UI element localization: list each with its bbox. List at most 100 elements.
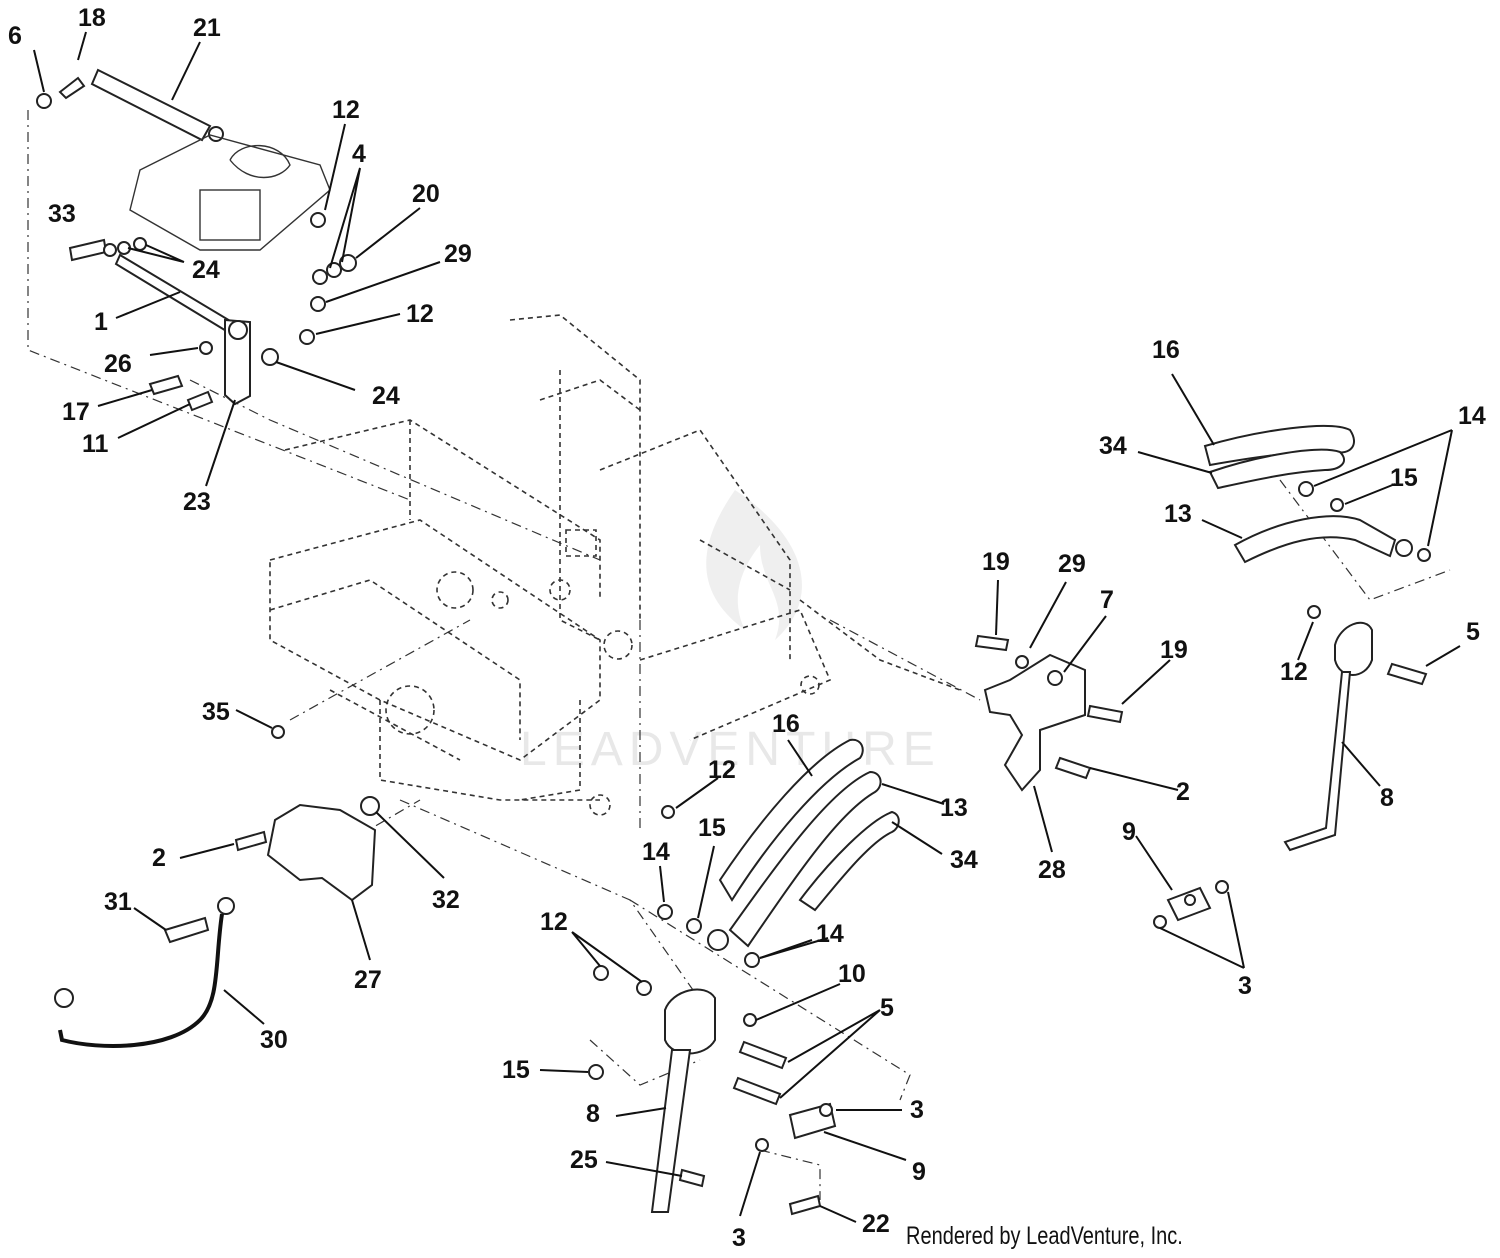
nut-12-mid-frame [661, 805, 675, 819]
callout-12: 12 [1280, 658, 1308, 686]
callout-13: 13 [940, 794, 968, 822]
pedal-plate-lower [664, 988, 716, 1055]
callout-3: 3 [910, 1096, 924, 1124]
watermark-text: LEADVENTURE [520, 723, 941, 776]
tube-13-mid [728, 770, 882, 948]
bolt-22 [788, 1194, 822, 1216]
callout-29: 29 [1058, 550, 1086, 578]
leader-lines [33, 31, 1461, 1223]
spacer-10 [743, 1013, 757, 1027]
linkage-assembly [36, 68, 357, 412]
pedal-plate [1334, 621, 1373, 676]
left-bracket-assembly [54, 725, 380, 1048]
washer-24 [261, 348, 279, 366]
bolt-19-left [974, 634, 1010, 652]
callout-labels: 6 18 21 12 4 20 33 24 29 1 12 26 24 17 1… [8, 4, 1486, 1252]
callout-34: 34 [1099, 432, 1127, 460]
callout-30: 30 [260, 1026, 288, 1054]
pedal-arm-8-lower [650, 1049, 692, 1213]
callout-14: 14 [642, 838, 670, 866]
callout-17: 17 [62, 398, 90, 426]
bushing-14-mid [657, 904, 673, 920]
bushing-26 [199, 341, 213, 355]
callout-31: 31 [104, 888, 132, 916]
nut-12-right [1307, 605, 1321, 619]
bushing-15-mid [686, 918, 702, 934]
callout-12: 12 [708, 756, 736, 784]
nut-29-right [1015, 655, 1029, 669]
callout-9: 9 [1122, 818, 1136, 846]
callout-9: 9 [912, 1158, 926, 1186]
bolt-5-lower-b [732, 1076, 782, 1106]
callout-15: 15 [698, 814, 726, 842]
leadventure-watermark: LEADVENTURE [520, 490, 941, 776]
callout-12: 12 [332, 96, 360, 124]
nut-12-mid [299, 329, 315, 345]
tube-16-mid [718, 738, 864, 902]
bushing-15-top [1330, 498, 1344, 512]
callout-15: 15 [502, 1056, 530, 1084]
callout-32: 32 [432, 886, 460, 914]
middle-tubes [657, 738, 900, 968]
main-chassis-frame [269, 314, 961, 816]
callout-12: 12 [406, 300, 434, 328]
nut-20 [339, 254, 357, 272]
callout-15: 15 [1390, 464, 1418, 492]
cable-30 [58, 913, 224, 1048]
bushing-14-lower [744, 952, 760, 968]
bolt-2-left [234, 830, 268, 852]
fitting-18 [58, 76, 86, 100]
bushing-15-lower [588, 1064, 604, 1080]
callout-11: 11 [82, 430, 109, 458]
lower-pedal-assembly [588, 965, 837, 1216]
callout-24: 24 [192, 256, 220, 284]
bolt-11 [186, 390, 214, 412]
callout-14: 14 [1458, 402, 1486, 430]
nut-12-lower-b [636, 980, 652, 996]
washer-6 [36, 93, 52, 109]
callout-19: 19 [1160, 636, 1188, 664]
callout-10: 10 [838, 960, 866, 988]
bracket-28 [983, 653, 1086, 792]
bracket-23 [224, 318, 251, 406]
bolt-5-lower-a [738, 1040, 788, 1070]
callout-14: 14 [816, 920, 844, 948]
nut-35 [271, 725, 285, 739]
callout-8: 8 [586, 1100, 600, 1128]
upper-right-tubes [1203, 425, 1431, 564]
washer-29 [310, 296, 326, 312]
callout-5: 5 [1466, 618, 1480, 646]
callout-21: 21 [193, 14, 221, 42]
pad-25 [678, 1168, 706, 1188]
callout-6: 6 [8, 22, 22, 50]
right-pedal-assembly [1153, 605, 1428, 929]
bushing-14-top [1298, 481, 1314, 497]
callout-27: 27 [354, 966, 382, 994]
bolt-33 [68, 238, 108, 262]
bracket-7-28 [974, 634, 1124, 792]
bolt-17 [148, 374, 184, 396]
nut-7 [1047, 670, 1063, 686]
tube-13 [1233, 515, 1397, 564]
nut-32 [360, 796, 380, 816]
callout-16: 16 [772, 710, 800, 738]
callout-1: 1 [94, 308, 108, 336]
tube-34 [1208, 448, 1345, 490]
callout-29: 29 [444, 240, 472, 268]
assembly-centerlines [27, 110, 1451, 1200]
callout-12: 12 [540, 908, 568, 936]
callout-24: 24 [372, 382, 400, 410]
callout-22: 22 [862, 1210, 890, 1238]
bolt-31 [163, 916, 210, 944]
tube-34-mid [798, 810, 900, 912]
callout-20: 20 [412, 180, 440, 208]
callout-7: 7 [1100, 586, 1114, 614]
callout-3: 3 [732, 1224, 746, 1252]
callout-34: 34 [950, 846, 978, 874]
nut-12-lower-a [593, 965, 609, 981]
callout-4: 4 [352, 140, 366, 168]
callout-13: 13 [1164, 500, 1192, 528]
bracket-27 [266, 803, 377, 902]
